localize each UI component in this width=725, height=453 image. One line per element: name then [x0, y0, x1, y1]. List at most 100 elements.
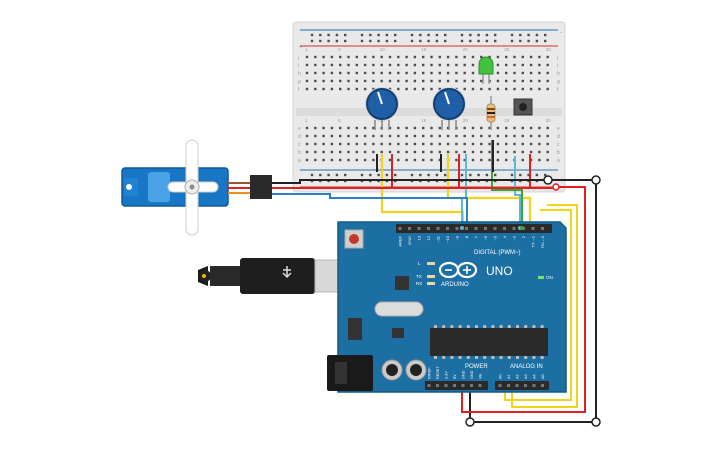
- rail-minus-label: −: [559, 30, 563, 36]
- reset-button-cap[interactable]: [349, 234, 359, 244]
- rail-hole: [385, 33, 389, 37]
- power-pin-hole[interactable]: [427, 384, 431, 387]
- breadboard-hole: [405, 63, 408, 67]
- wires[interactable]: [272, 140, 601, 427]
- chip-pin: [491, 356, 495, 359]
- breadboard-hole: [363, 126, 367, 130]
- breadboard-hole: [388, 150, 392, 154]
- breadboard-hole: [305, 150, 309, 154]
- breadboard-hole: [496, 142, 500, 146]
- breadboard-hole: [430, 126, 433, 130]
- breadboard-hole: [463, 79, 466, 83]
- wire-cyan-2[interactable]: [514, 156, 521, 230]
- analog-pin-hole[interactable]: [498, 384, 502, 387]
- breadboard-hole: [480, 158, 483, 162]
- digital-pin-hole[interactable]: [493, 227, 497, 230]
- servo-motor[interactable]: [121, 139, 272, 236]
- digital-pin-hole[interactable]: [436, 227, 440, 230]
- breadboard-holes: [305, 55, 549, 162]
- wire-node[interactable]: [591, 417, 601, 427]
- usb-cable-marker: [202, 274, 206, 278]
- breadboard-hole: [397, 142, 400, 146]
- servo-connector[interactable]: [250, 175, 272, 199]
- breadboard-hole: [513, 142, 516, 146]
- potentiometer-2[interactable]: [432, 87, 466, 130]
- digital-pin-hole[interactable]: [408, 227, 411, 230]
- breadboard-hole: [372, 134, 375, 138]
- analog-pin-hole[interactable]: [507, 384, 510, 387]
- digital-pin-hole[interactable]: [541, 227, 544, 230]
- power-pin-hole[interactable]: [444, 384, 448, 387]
- digital-pin-hole[interactable]: [455, 227, 459, 230]
- breadboard-hole: [405, 79, 408, 83]
- power-pin-hole[interactable]: [461, 384, 465, 387]
- wire-node[interactable]: [543, 175, 553, 185]
- breadboard-hole: [330, 71, 334, 75]
- usb-b-cable-icon[interactable]: [240, 258, 315, 294]
- wire-servo-signal[interactable]: [272, 193, 468, 230]
- digital-pin-hole[interactable]: [427, 227, 430, 230]
- wire-yellow-a1[interactable]: [504, 209, 572, 401]
- analog-pin-hole[interactable]: [515, 384, 519, 387]
- breadboard-hole: [355, 134, 358, 138]
- power-pin-hole[interactable]: [470, 384, 473, 387]
- breadboard-hole: [546, 150, 549, 154]
- digital-pin-hole[interactable]: [474, 227, 478, 230]
- analog-header[interactable]: [495, 381, 549, 390]
- power-pin-hole[interactable]: [453, 384, 456, 387]
- atmega-chip: [430, 328, 548, 356]
- wire-node[interactable]: [465, 417, 475, 427]
- resistor-band: [487, 112, 495, 114]
- digital-pin-hole[interactable]: [503, 227, 506, 230]
- breadboard-hole: [397, 87, 400, 91]
- capacitor-1-top: [386, 364, 398, 376]
- power-jack[interactable]: [327, 355, 373, 391]
- breadboard-hole: [496, 87, 500, 91]
- potentiometer-1[interactable]: [365, 87, 399, 130]
- digital-pin-hole[interactable]: [512, 227, 516, 230]
- led-icon[interactable]: [478, 56, 494, 75]
- breadboard[interactable]: jjiihhggffeeddccbbaa11551010151520202525…: [292, 21, 566, 193]
- digital-pin-hole[interactable]: [446, 227, 449, 230]
- power-header[interactable]: [425, 381, 488, 390]
- rail-hole: [369, 39, 372, 43]
- digital-pin-hole[interactable]: [398, 227, 402, 230]
- breadboard-hole: [397, 134, 400, 138]
- resistor[interactable]: [486, 96, 496, 130]
- digital-header[interactable]: [396, 224, 552, 233]
- breadboard-hole: [471, 158, 475, 162]
- analog-pin-label: A3: [524, 374, 528, 379]
- breadboard-hole: [505, 71, 508, 75]
- analog-pin-hole[interactable]: [532, 384, 536, 387]
- analog-pin-hole[interactable]: [541, 384, 544, 387]
- rail-hole: [535, 39, 539, 43]
- breadboard-hole: [513, 79, 516, 83]
- breadboard-hole: [347, 134, 350, 138]
- led-on-label: ON: [546, 275, 553, 280]
- wire-servo-black[interactable]: [272, 179, 550, 184]
- pushbutton-cap[interactable]: [519, 103, 527, 111]
- pin-contact: [460, 226, 464, 230]
- analog-pin-hole[interactable]: [524, 384, 527, 387]
- breadboard-hole: [388, 63, 392, 67]
- breadboard-hole: [322, 142, 325, 146]
- wire-red-5v-loop[interactable]: [461, 186, 586, 413]
- wire-node[interactable]: [552, 183, 560, 191]
- digital-pin-hole[interactable]: [531, 227, 535, 230]
- breadboard-hole: [430, 158, 433, 162]
- digital-pin-hole[interactable]: [417, 227, 421, 230]
- usb-cable[interactable]: [198, 258, 348, 294]
- breadboard-hole: [339, 71, 342, 75]
- digital-pin-hole[interactable]: [465, 227, 468, 230]
- power-pin-hole[interactable]: [478, 384, 482, 387]
- digital-pin-hole[interactable]: [484, 227, 487, 230]
- breadboard-hole: [546, 134, 549, 138]
- wire-node[interactable]: [591, 175, 601, 185]
- power-pin-hole[interactable]: [436, 384, 439, 387]
- rail-hole: [419, 33, 422, 37]
- wire-yellow-pot2-signal[interactable]: [446, 154, 532, 230]
- led-green[interactable]: [478, 56, 494, 84]
- pushbutton[interactable]: [513, 98, 533, 116]
